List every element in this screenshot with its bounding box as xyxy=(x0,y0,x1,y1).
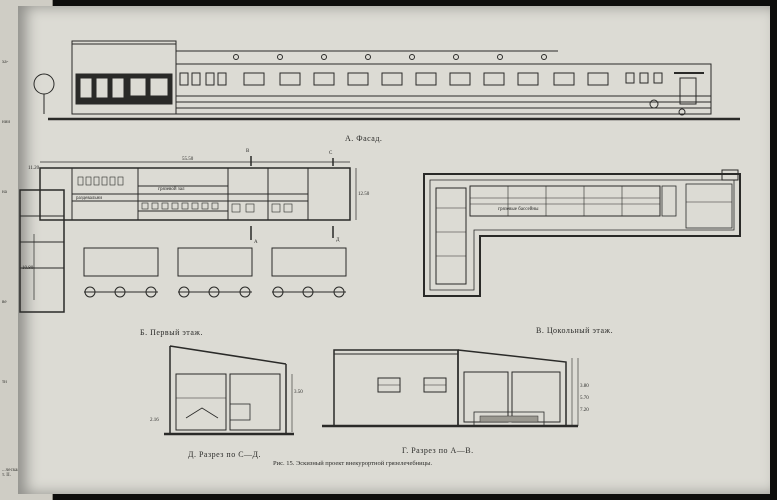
dim-section-av-3: 7.20 xyxy=(580,408,589,413)
first-floor-plan xyxy=(19,156,357,313)
section-cd xyxy=(164,345,294,436)
left-page-text-line: ха- xyxy=(2,60,9,65)
left-page-text-line: ве xyxy=(2,300,7,305)
dim-col-depth: 10.80 xyxy=(22,266,34,271)
axis-b: В xyxy=(246,149,250,154)
label-razdevalny: раздевальни xyxy=(76,196,103,201)
left-page-text-line: нии xyxy=(2,120,11,125)
figure-caption: Рис. 15. Эскизный проект внекурортной гр… xyxy=(273,460,433,467)
dim-section-cd-low: 2.16 xyxy=(150,418,159,423)
axis-d: Д xyxy=(336,238,340,243)
axis-a: А xyxy=(254,240,258,245)
dim-total-length: 55.50 xyxy=(182,157,194,162)
left-page-text-line: на xyxy=(2,190,7,195)
dim-section-av-2: 5.70 xyxy=(580,396,589,401)
left-page-text-line: ти xyxy=(2,380,7,385)
label-gryazevye-basseiny: грязевые бассейны xyxy=(498,207,539,212)
caption-section-av: Г. Разрез по А—В. xyxy=(402,446,474,455)
dim-section-av-1: 3.80 xyxy=(580,384,589,389)
drawing-page: А. Фасад. Б. Первый этаж. В. Цокольный э… xyxy=(18,6,770,494)
basement-plan xyxy=(423,169,741,297)
dim-section-cd-height: 3.50 xyxy=(294,390,303,395)
caption-section-cd: Д. Разрез по С—Д. xyxy=(188,450,261,459)
caption-first-floor: Б. Первый этаж. xyxy=(140,328,203,337)
dim-left-width: 11.20 xyxy=(28,166,40,171)
label-gryazevoy-zal: грязевой зал xyxy=(158,187,185,192)
section-av xyxy=(322,349,579,428)
dim-plan-width: 12.50 xyxy=(358,192,370,197)
facade-elevation xyxy=(33,40,740,121)
caption-basement: В. Цокольный этаж. xyxy=(536,326,614,335)
caption-facade: А. Фасад. xyxy=(345,134,383,143)
architectural-drawing xyxy=(19,40,741,436)
axis-c: С xyxy=(329,151,333,156)
